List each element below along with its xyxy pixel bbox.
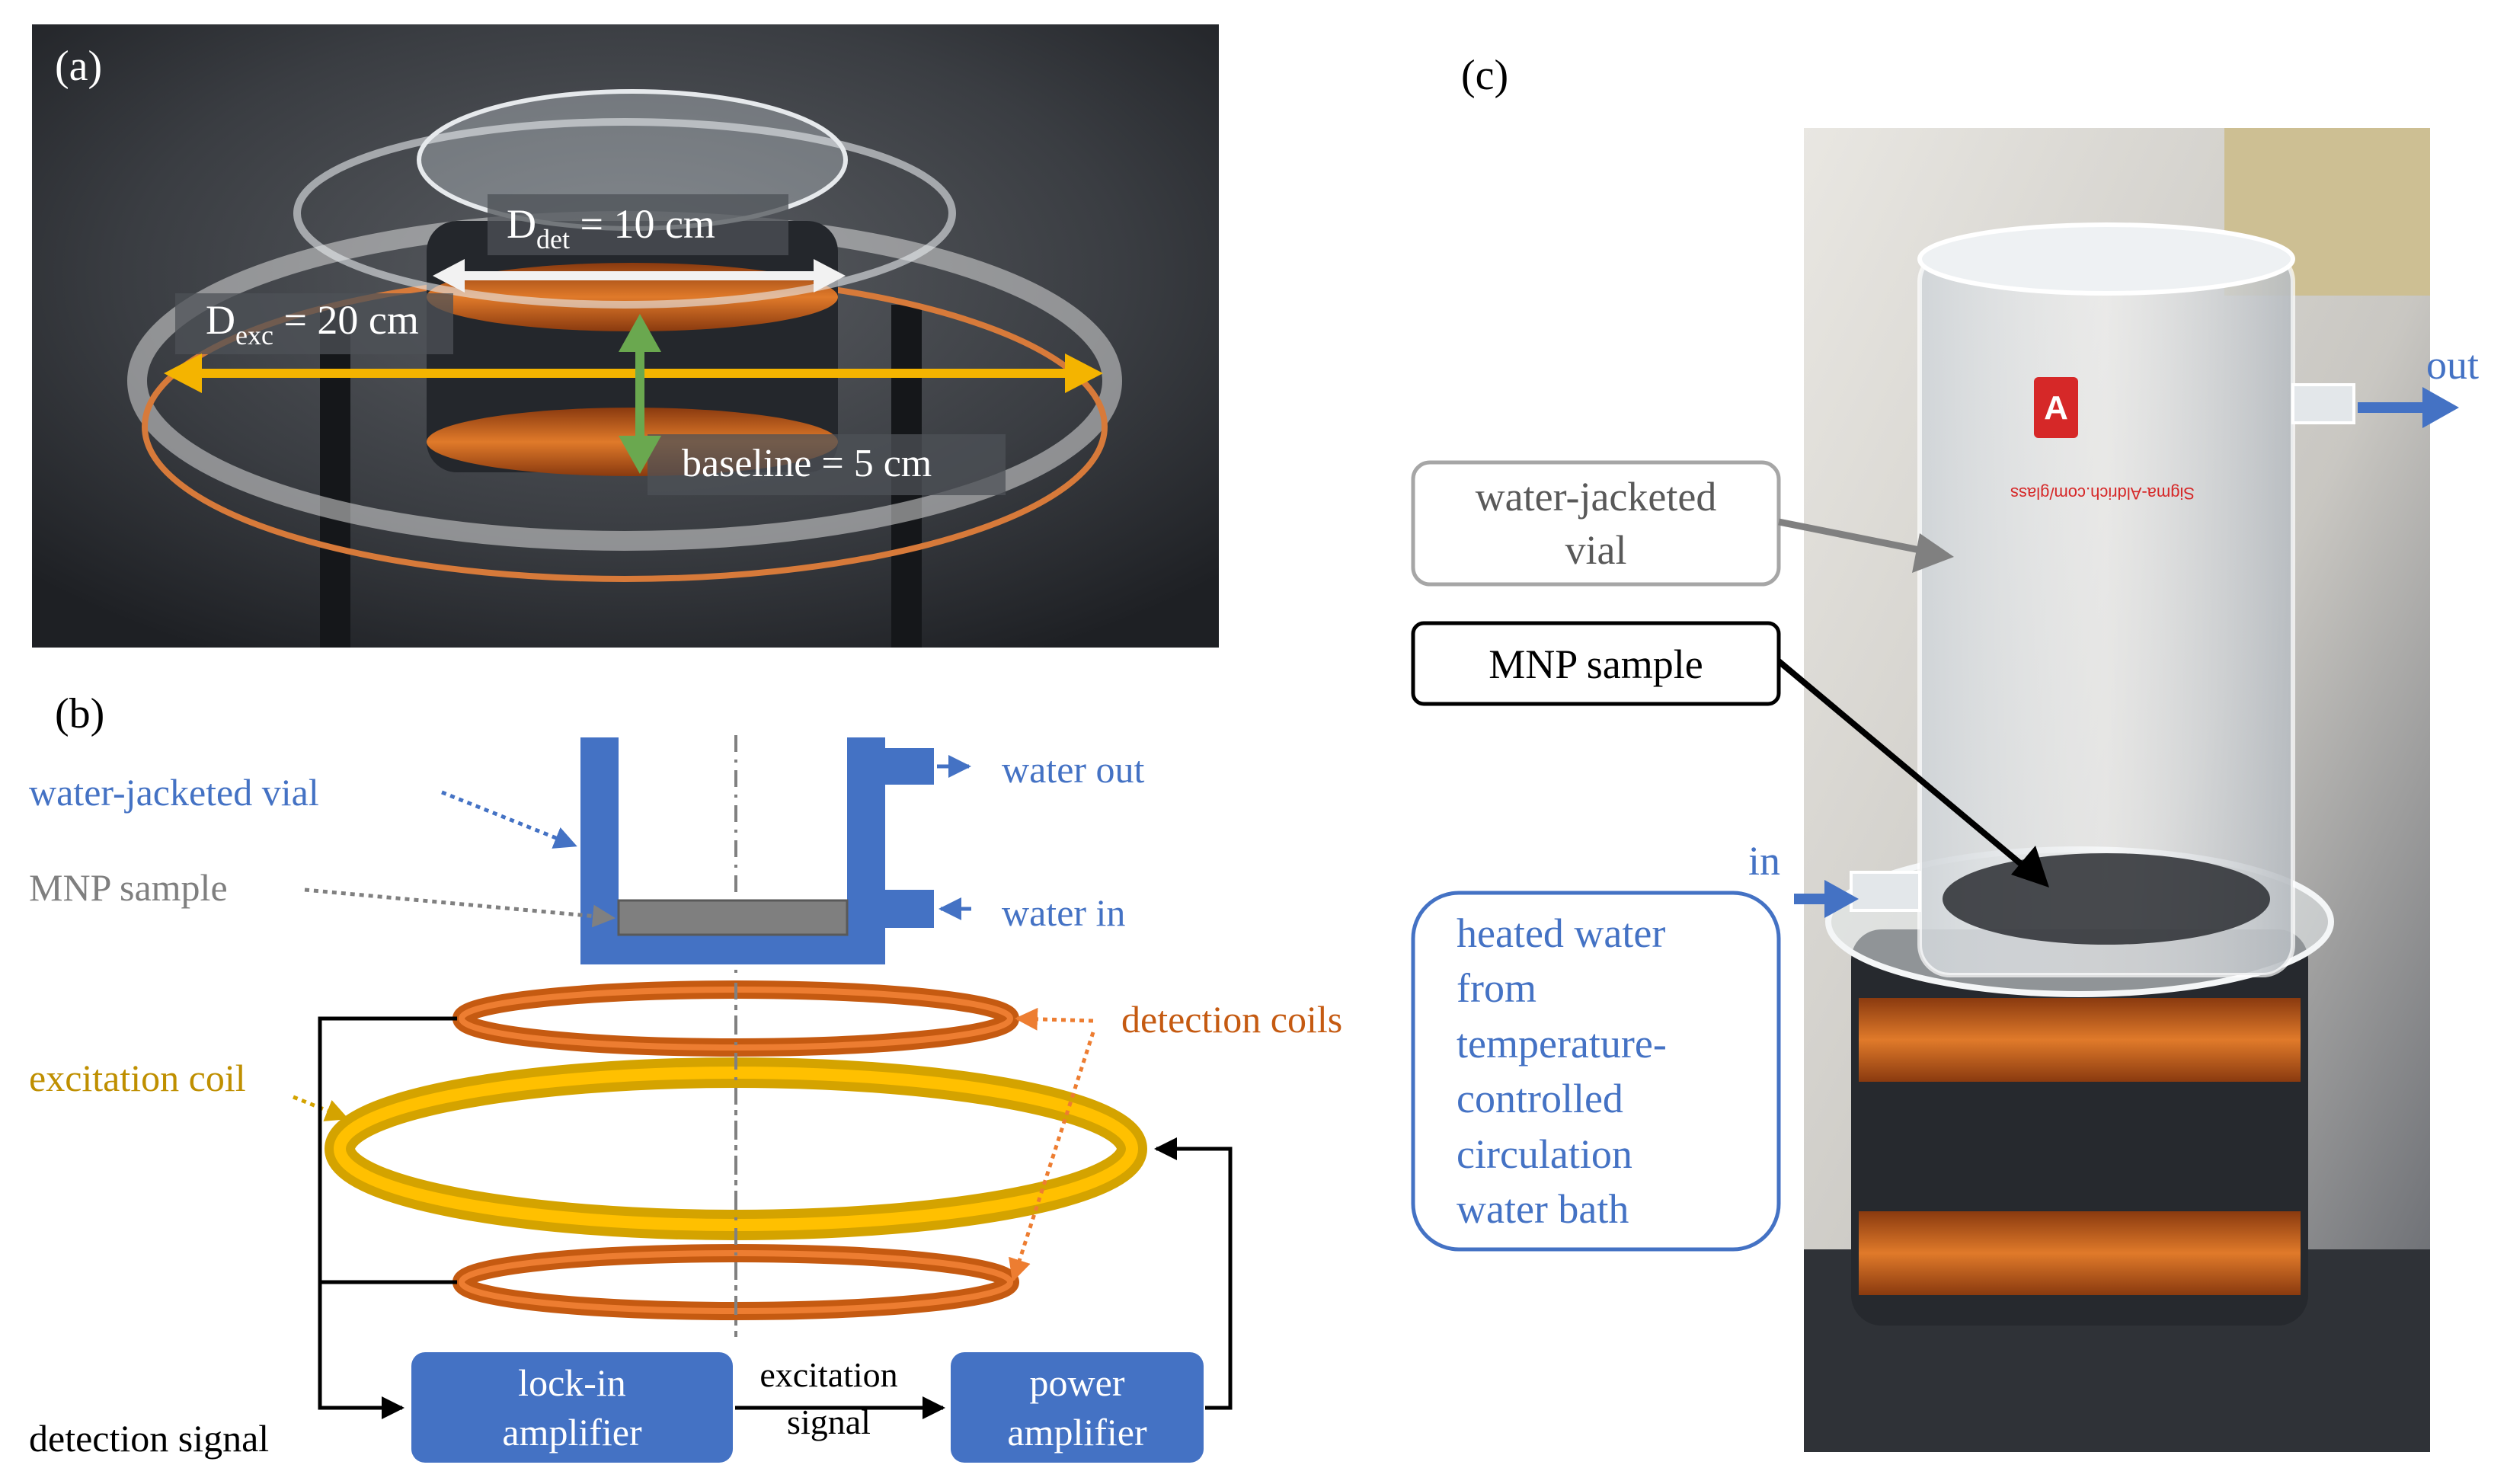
panel-b-label: (b) [55, 690, 104, 737]
panel-c-heated-line6: water bath [1457, 1186, 1629, 1232]
panel-b-wire-left [318, 1016, 457, 1284]
panel-c-bottle-logo-letter: A [2044, 389, 2068, 427]
panel-c-vial-pointer [1778, 518, 1932, 556]
panel-c: (c) A Sigma-Aldrich.com/glass out in wat… [1411, 52, 2479, 1452]
panel-c-sample-pointer-head [2011, 846, 2049, 888]
panel-b-mnp-sample [617, 899, 849, 936]
panel-c-out-arrowhead [2422, 387, 2459, 428]
panel-b-lockin-line1: lock-in [518, 1361, 626, 1404]
panel-b-lockin-box [411, 1352, 733, 1463]
panel-a-label: (a) [55, 43, 102, 90]
panel-a-dexc-arrowhead-right [1065, 353, 1103, 393]
panel-b-wire-feedback [1154, 1137, 1233, 1410]
panel-b-wire-detection-signal [318, 1282, 405, 1419]
panel-a-baseline-bg [648, 434, 1006, 495]
panel-b-water-out-label: water out [1002, 748, 1145, 791]
panel-c-sample-pointer [1776, 658, 2029, 872]
panel-b-power-box [951, 1352, 1204, 1463]
panel-b-detection-coils-label: detection coils [1121, 998, 1342, 1041]
panel-c-sample-callout-text: MNP sample [1489, 641, 1703, 687]
panel-c-coil-bottom-winding [1859, 1211, 2301, 1295]
panel-a: (a) Ddet = 10 cm Dexc = 20 cm baseline =… [32, 24, 1219, 648]
panel-c-heated-line5: circulation [1457, 1131, 1632, 1177]
panel-b-detection-pointer-bottom [1009, 1031, 1095, 1282]
panel-a-ddet-arrowhead-left [433, 259, 465, 293]
panel-b-vial-label: water-jacketed vial [29, 771, 319, 814]
panel-b: (b) water out water in water-jacketed vi… [29, 690, 1342, 1463]
panel-c-coil-top-winding [1859, 998, 2301, 1082]
panel-c-bottle-text: Sigma-Aldrich.com/glass [2010, 484, 2195, 503]
panel-b-vial-pointer [441, 790, 577, 849]
panel-c-heated-line1: heated water [1457, 910, 1665, 956]
panel-a-holder-disc [293, 118, 956, 309]
panel-c-heated-line4: controlled [1457, 1076, 1623, 1121]
panel-a-baseline-arrowhead-top [619, 314, 661, 352]
panel-c-bottle-logo [2034, 377, 2078, 438]
panel-c-in-arrowhead [1824, 880, 1859, 918]
panel-b-detection-pointer-top [1015, 1007, 1094, 1031]
panel-c-in-label: in [1748, 838, 1780, 884]
panel-a-dexc-arrowhead-left [164, 353, 202, 393]
panel-c-heated-callout [1411, 891, 1781, 1252]
panel-a-baseline-label: baseline = 5 cm [682, 442, 932, 485]
panel-b-excitation-signal-line2: signal [787, 1402, 871, 1441]
panel-a-dexc-label: Dexc = 20 cm [206, 297, 419, 350]
panel-c-heated-line3: temperature- [1457, 1021, 1667, 1067]
panel-c-vial-in-port [1850, 871, 1921, 912]
panel-c-vial-callout-line1: water-jacketed [1476, 474, 1717, 520]
panel-b-excitation-coil-label: excitation coil [29, 1057, 246, 1099]
panel-b-excitation-signal-line1: excitation [759, 1355, 897, 1394]
panel-b-water-in-label: water in [1002, 891, 1125, 934]
panel-a-baseline-arrowhead-bottom [619, 436, 661, 474]
panel-b-excitation-coil-inner [334, 1067, 1138, 1231]
panel-c-out-label: out [2426, 342, 2479, 388]
panel-b-sample-label: MNP sample [29, 866, 228, 909]
panel-c-vial-top [1917, 222, 2295, 296]
panel-c-heated-line2: from [1457, 965, 1536, 1011]
panel-b-power-line1: power [1030, 1361, 1125, 1404]
panel-b-sample-pointer [304, 888, 616, 928]
panel-a-ddet-bg [488, 194, 788, 255]
panel-c-vial-callout-line2: vial [1565, 527, 1627, 573]
panel-a-dexc-bg [175, 293, 453, 354]
panel-c-vial-out-port [2291, 383, 2355, 424]
panel-c-vial-pointer-head [1912, 533, 1954, 573]
panel-b-lockin-line2: amplifier [502, 1411, 642, 1454]
panel-b-power-line2: amplifier [1007, 1411, 1147, 1454]
panel-a-ddet-label: Ddet = 10 cm [507, 201, 715, 254]
panel-a-ddet-arrowhead-right [814, 259, 846, 293]
panel-a-stand-left [320, 305, 350, 648]
panel-b-detection-signal-label: detection signal [29, 1417, 269, 1460]
panel-c-vial-opening [1943, 853, 2270, 945]
panel-c-label: (c) [1461, 52, 1508, 99]
